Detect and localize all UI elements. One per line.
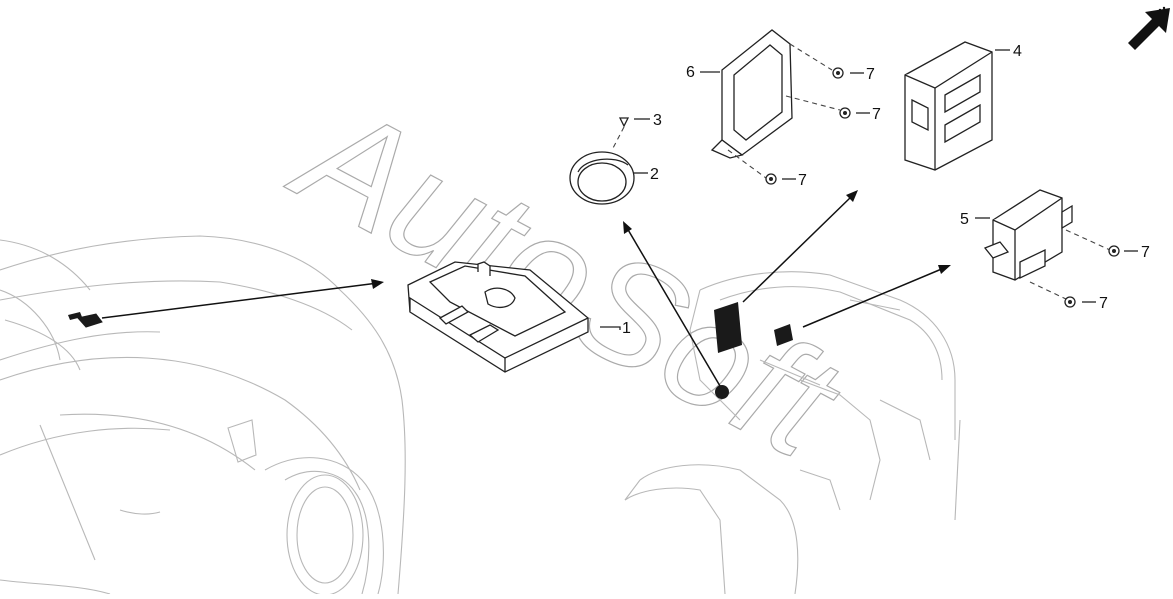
callout-7d: 7 (1141, 244, 1150, 261)
part-2-ring: 2 (569, 151, 659, 205)
callout-5: 6 (686, 64, 695, 81)
nuts-module-6: 7 7 (1064, 244, 1150, 312)
nuts-bracket: 7 7 7 (765, 66, 881, 189)
callout-7a: 7 (866, 66, 875, 83)
roof-module-location (68, 279, 384, 328)
part-5-bracket: 6 (686, 29, 841, 179)
callout-6: 5 (960, 211, 969, 228)
part-6-module: 5 (960, 189, 1111, 301)
callout-2: 2 (650, 166, 659, 183)
callout-3: 3 (653, 112, 662, 129)
part-3-screw: 3 (611, 112, 662, 151)
callout-1: 1 (622, 320, 631, 337)
part-4-module: 4 (904, 41, 1022, 171)
dash-module-locations (714, 302, 793, 399)
instrument-panel-outline (624, 271, 961, 595)
callout-7e: 7 (1099, 295, 1108, 312)
front-arrow-icon (1128, 6, 1170, 50)
callout-7c: 7 (798, 172, 807, 189)
callout-4: 4 (1013, 43, 1022, 60)
location-arrows (623, 190, 951, 387)
part-1-module: 1 (407, 261, 631, 373)
vehicle-outline (0, 235, 406, 596)
callout-7b: 7 (872, 106, 881, 123)
